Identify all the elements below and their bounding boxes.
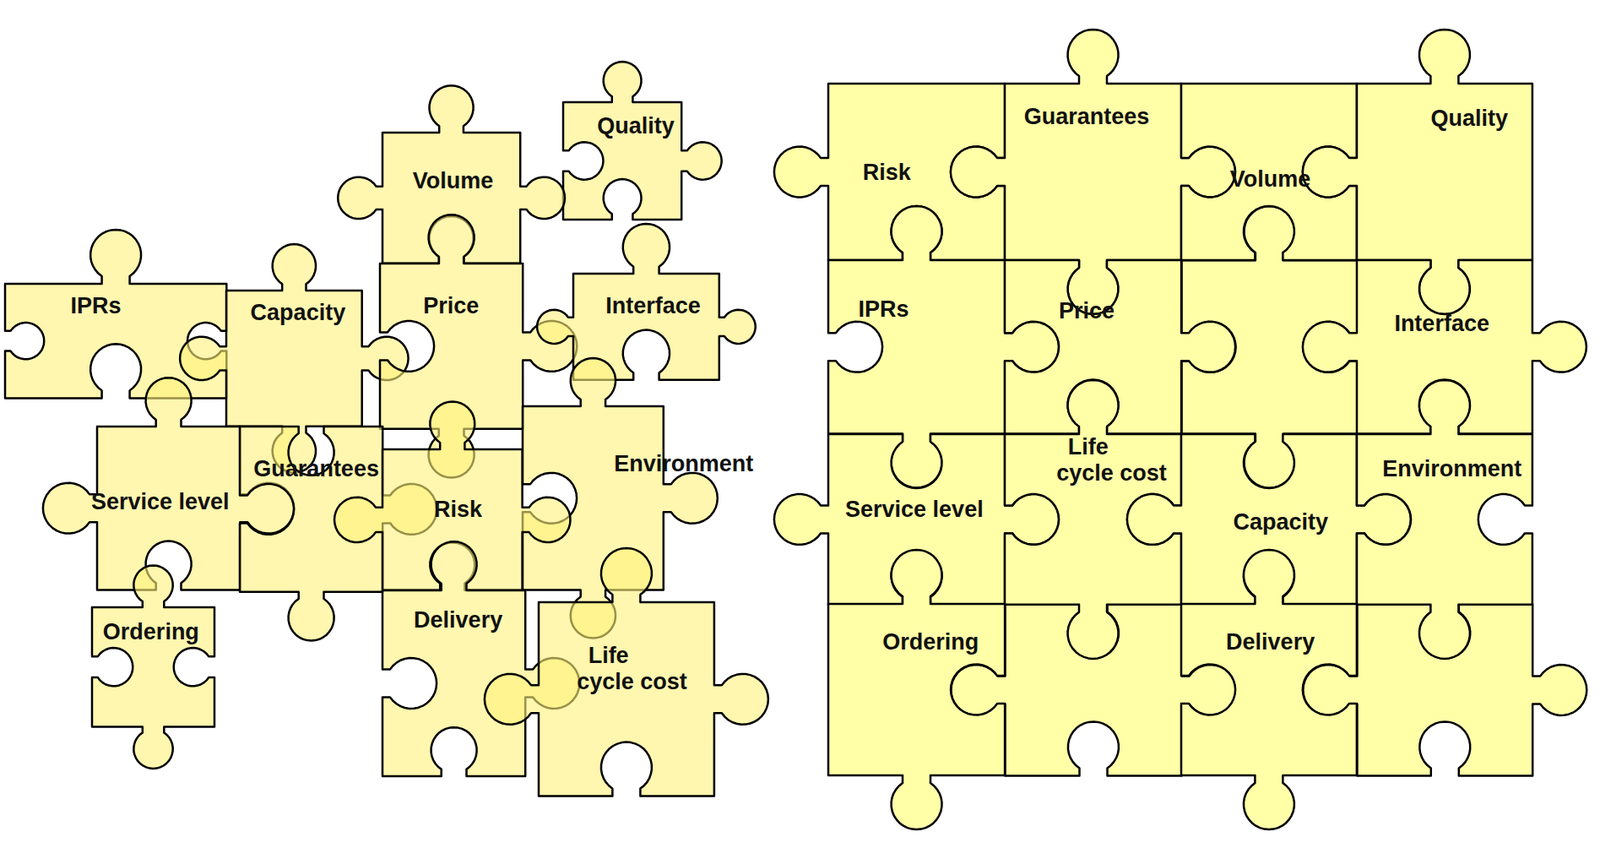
piece-label: Capacity	[250, 299, 347, 326]
piece-label: Guarantees	[1024, 103, 1150, 131]
piece-label: Price	[423, 292, 479, 320]
piece-label: Guarantees	[253, 455, 380, 483]
puzzle-piece: Service level	[97, 426, 240, 590]
piece-label: Environment	[1382, 455, 1522, 483]
piece-label: Quality	[1431, 106, 1509, 133]
piece-shape	[484, 547, 769, 797]
piece-label: Risk	[862, 160, 912, 187]
piece-label: Ordering	[103, 619, 200, 646]
puzzle-piece: Ordering	[828, 603, 1005, 776]
piece-outline	[828, 260, 1005, 434]
piece-shape	[92, 565, 215, 769]
piece-outline	[538, 602, 715, 797]
puzzle-piece: Capacity	[226, 290, 363, 427]
piece-label: Interface	[1393, 311, 1490, 338]
piece-shape	[536, 223, 756, 380]
piece-label: IPRs	[858, 297, 910, 324]
piece-label: Quality	[596, 113, 675, 140]
puzzle-piece: Quality	[1356, 83, 1533, 261]
piece-label: Delivery	[413, 607, 503, 634]
puzzle-piece: IPRs	[828, 260, 1005, 434]
piece-shape	[828, 549, 1005, 830]
piece-label: Life cycle cost	[576, 642, 689, 695]
piece-shape	[563, 61, 722, 220]
puzzle-piece: Delivery	[1181, 603, 1357, 776]
piece-label: Service level	[91, 488, 230, 516]
piece-label: Interface	[605, 292, 701, 320]
piece-shape	[1356, 379, 1533, 659]
piece-shape	[1004, 260, 1236, 434]
puzzle-piece: Ordering	[92, 607, 215, 727]
puzzle-piece: Life cycle cost	[538, 602, 715, 797]
piece-shape	[1181, 549, 1357, 830]
piece-label: Delivery	[1225, 629, 1315, 657]
piece-label: IPRs	[70, 292, 122, 320]
piece-label: Price	[1058, 298, 1115, 325]
piece-label: Volume	[412, 168, 494, 196]
puzzle-piece: Environment	[1356, 433, 1533, 605]
piece-label: Risk	[433, 497, 483, 524]
piece-label: Volume	[1230, 166, 1312, 193]
puzzle-piece: Guarantees	[1004, 83, 1182, 261]
piece-label: Capacity	[1232, 509, 1329, 536]
puzzle-piece: Quality	[563, 102, 682, 220]
piece-label: Service level	[845, 497, 984, 524]
piece-label: Ordering	[882, 629, 979, 657]
piece-label: Environment	[613, 450, 754, 478]
piece-label: Life cycle cost	[1056, 433, 1168, 487]
